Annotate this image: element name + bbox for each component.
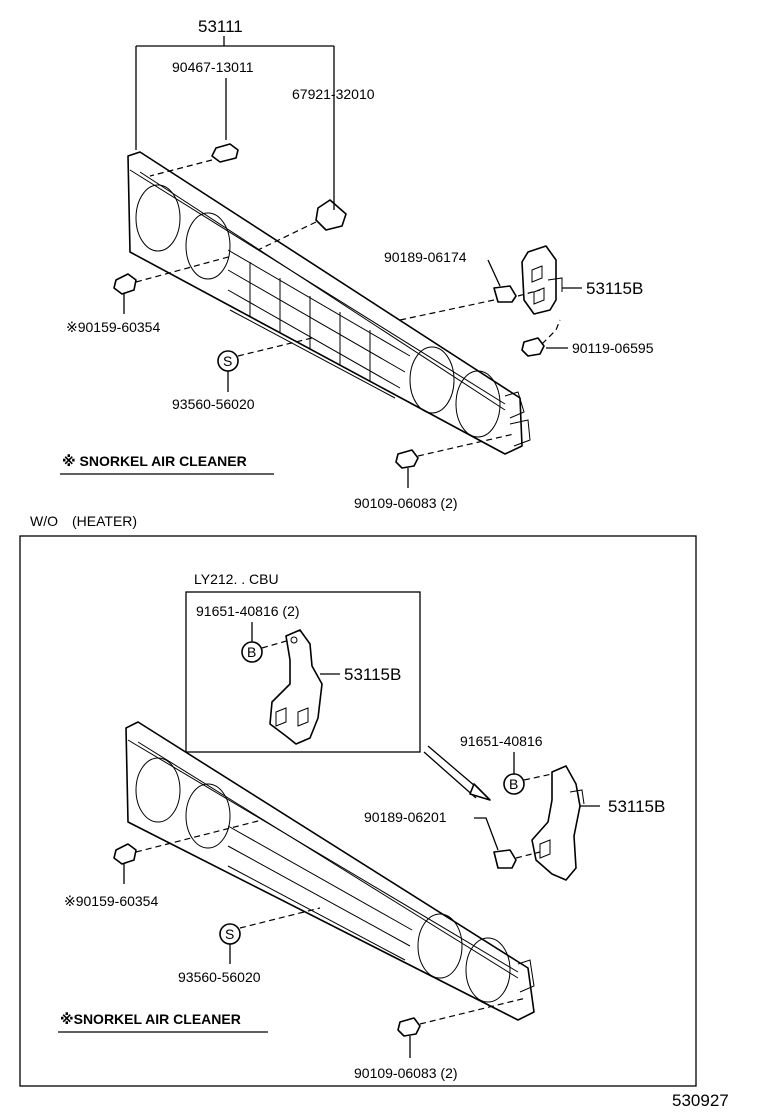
bolt-left-lower-label: ※90159-60354 xyxy=(64,893,158,909)
bolt-bottom-lower-part xyxy=(397,997,527,1037)
nut-part xyxy=(493,285,517,303)
nut-leader xyxy=(487,259,501,287)
bolt-bottom-lower-label: 90109-06083 (2) xyxy=(354,1065,458,1081)
nut-lower-part xyxy=(493,849,517,869)
bolt-b-marker-circle xyxy=(503,773,525,795)
bolt-right-part xyxy=(521,319,561,357)
inset-box xyxy=(185,591,421,753)
assy-bracket-line xyxy=(135,36,335,200)
inset-bracket-label: 53115B xyxy=(344,665,401,684)
inset-bracket-part xyxy=(269,629,323,745)
inset-marker-circle xyxy=(241,641,263,663)
screw-dash xyxy=(237,337,313,357)
bracket-part xyxy=(521,245,563,315)
screw-lower-marker: S xyxy=(225,926,234,942)
inset-arrow xyxy=(427,745,483,793)
bolt-left-lower-part xyxy=(113,819,263,865)
clip-dash xyxy=(149,159,213,177)
screw-marker: S xyxy=(223,353,232,369)
snorkel-note-lower: ※SNORKEL AIR CLEANER xyxy=(60,1011,241,1027)
bracket-label: 53115B xyxy=(586,279,643,298)
inset-title: LY212. . CBU xyxy=(194,571,279,587)
bracket-lower-label: 53115B xyxy=(608,797,665,816)
bracket-lower-part xyxy=(531,765,585,881)
bolt-bottom-label: 90109-06083 (2) xyxy=(354,495,458,511)
bolt-bottom-part xyxy=(395,433,515,469)
bolt-left-label: ※90159-60354 xyxy=(66,319,160,335)
screw-lower-label: 93560-56020 xyxy=(178,969,261,985)
assy-label: 53111 xyxy=(198,17,243,36)
nut-dash xyxy=(399,299,495,321)
inset-marker: B xyxy=(247,644,256,660)
nut-lower-leader xyxy=(474,817,499,851)
bolt-left-part xyxy=(113,255,233,295)
clip-part xyxy=(211,143,239,163)
lower-section-box xyxy=(19,535,697,1087)
clip-label: 90467-13011 xyxy=(172,59,254,75)
inset-bolt-label: 91651-40816 (2) xyxy=(196,603,300,619)
upper-assembly: 53111 90467-13011 67921-32010 xyxy=(60,17,654,511)
screw-label: 93560-56020 xyxy=(172,396,255,412)
lower-assembly: LY212. . CBU 91651-40816 (2) B 53115B xyxy=(58,571,665,1081)
nut-label: 90189-06174 xyxy=(384,249,467,265)
grille-lower xyxy=(125,721,535,1021)
retainer-label: 67921-32010 xyxy=(292,86,375,102)
snorkel-note: ※ SNORKEL AIR CLEANER xyxy=(62,453,247,469)
bolt-b-label: 91651-40816 xyxy=(460,733,543,749)
bolt-b-marker: B xyxy=(509,776,518,792)
grille-upper xyxy=(127,151,531,455)
nut-lower-label: 90189-06201 xyxy=(364,809,447,825)
section-title: W/O (HEATER) xyxy=(30,513,137,529)
retainer-dash xyxy=(257,221,317,251)
bolt-right-label: 90119-06595 xyxy=(572,340,654,356)
ref-code: 530927 xyxy=(672,1091,729,1110)
retainer-part xyxy=(315,199,347,231)
